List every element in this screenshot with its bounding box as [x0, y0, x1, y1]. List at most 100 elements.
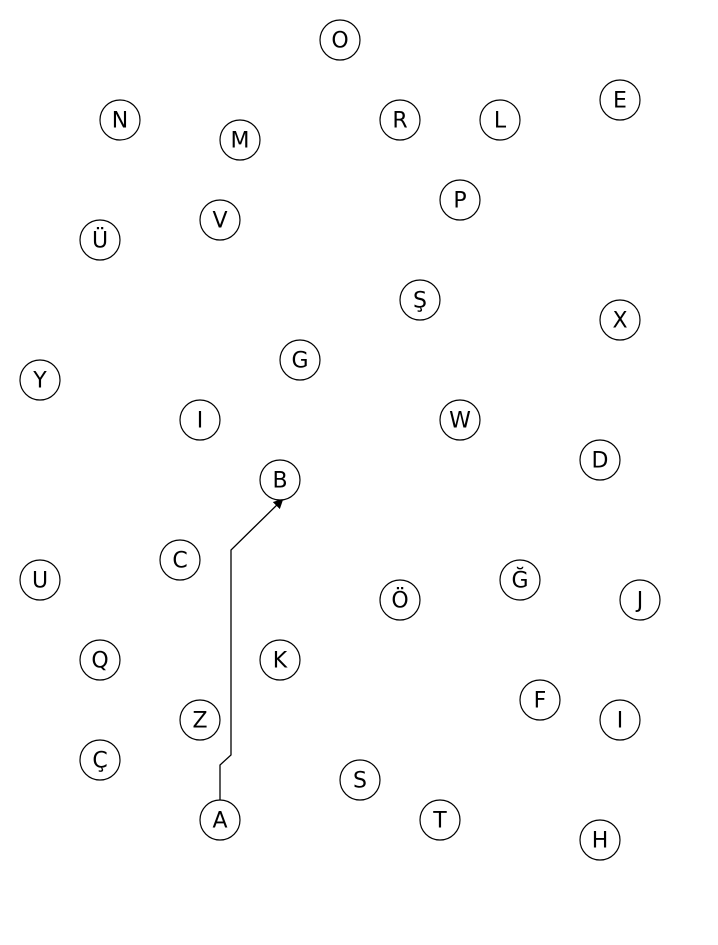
- node-19: Ğ: [499, 559, 541, 601]
- node-label: D: [592, 449, 609, 474]
- node-label: E: [613, 89, 627, 114]
- node-4: L: [479, 99, 521, 141]
- node-25: I: [599, 699, 641, 741]
- node-circle: [179, 699, 221, 741]
- node-label: T: [432, 809, 447, 834]
- node-label: N: [112, 109, 128, 134]
- node-label: X: [612, 309, 627, 334]
- node-6: P: [439, 179, 481, 221]
- node-circle: [259, 639, 301, 681]
- edge-a-to-b: [219, 498, 284, 801]
- node-circle: [519, 679, 561, 721]
- node-label: F: [534, 689, 547, 714]
- node-label: I: [197, 409, 204, 434]
- node-circle: [599, 699, 641, 741]
- node-28: S: [339, 759, 381, 801]
- node-circle: [79, 739, 121, 781]
- node-label: W: [449, 409, 471, 434]
- node-label: K: [273, 649, 288, 674]
- node-29: A: [199, 799, 241, 841]
- node-label: I: [617, 709, 624, 734]
- node-circle: [339, 759, 381, 801]
- node-24: F: [519, 679, 561, 721]
- node-15: D: [579, 439, 621, 481]
- node-2: N: [99, 99, 141, 141]
- node-circle: [379, 99, 421, 141]
- edges-layer: [219, 498, 284, 801]
- node-label: Ş: [413, 289, 427, 314]
- node-label: A: [212, 809, 227, 834]
- node-circle: [99, 99, 141, 141]
- node-label: S: [353, 769, 367, 794]
- node-label: Q: [91, 649, 108, 674]
- node-14: W: [439, 399, 481, 441]
- node-circle: [19, 559, 61, 601]
- node-circle: [439, 399, 481, 441]
- node-label: Y: [32, 369, 47, 394]
- node-circle: [259, 459, 301, 501]
- node-circle: [599, 79, 641, 121]
- node-circle: [79, 639, 121, 681]
- node-21: J: [619, 579, 661, 621]
- node-label: Ö: [391, 588, 408, 614]
- node-label: Z: [192, 709, 207, 734]
- node-10: X: [599, 299, 641, 341]
- node-23: K: [259, 639, 301, 681]
- node-9: Ş: [399, 279, 441, 321]
- node-7: V: [199, 199, 241, 241]
- node-circle: [479, 99, 521, 141]
- node-11: G: [279, 339, 321, 381]
- node-label: J: [635, 589, 644, 614]
- node-label: L: [494, 109, 507, 134]
- node-circle: [379, 579, 421, 621]
- node-label: C: [172, 549, 187, 574]
- node-label: Ü: [92, 228, 108, 254]
- node-circle: [79, 219, 121, 261]
- node-circle: [419, 799, 461, 841]
- node-27: Ç: [79, 739, 121, 781]
- node-label: R: [392, 109, 407, 134]
- node-label: M: [231, 129, 250, 154]
- node-circle: [279, 339, 321, 381]
- node-22: Q: [79, 639, 121, 681]
- node-circle: [19, 359, 61, 401]
- node-label: V: [212, 209, 227, 234]
- node-17: C: [159, 539, 201, 581]
- node-3: R: [379, 99, 421, 141]
- node-circle: [579, 439, 621, 481]
- node-0: O: [319, 19, 361, 61]
- node-13: I: [179, 399, 221, 441]
- node-16: B: [259, 459, 301, 501]
- node-label: U: [32, 569, 48, 594]
- node-circle: [499, 559, 541, 601]
- node-label: H: [592, 829, 609, 854]
- node-label: Ç: [92, 749, 107, 774]
- node-circle: [599, 299, 641, 341]
- node-label: Ğ: [511, 568, 528, 594]
- node-circle: [579, 819, 621, 861]
- node-12: Y: [19, 359, 61, 401]
- node-circle: [319, 19, 361, 61]
- node-1: E: [599, 79, 641, 121]
- node-circle: [619, 579, 661, 621]
- node-label: O: [331, 29, 348, 54]
- node-5: M: [219, 119, 261, 161]
- node-circle: [199, 799, 241, 841]
- node-circle: [399, 279, 441, 321]
- node-circle: [159, 539, 201, 581]
- node-circle: [179, 399, 221, 441]
- node-circle: [439, 179, 481, 221]
- node-8: Ü: [79, 219, 121, 261]
- node-30: T: [419, 799, 461, 841]
- node-31: H: [579, 819, 621, 861]
- node-20: Ö: [379, 579, 421, 621]
- nodes-layer: O E N R L M P V Ü Ş X G Y I W D B C U Ğ Ö J Q K F I Z Ç S A T H: [19, 19, 661, 861]
- node-label: G: [291, 349, 308, 374]
- node-18: U: [19, 559, 61, 601]
- node-circle: [219, 119, 261, 161]
- node-label: P: [453, 189, 466, 214]
- node-26: Z: [179, 699, 221, 741]
- node-label: B: [272, 469, 287, 494]
- node-circle: [199, 199, 241, 241]
